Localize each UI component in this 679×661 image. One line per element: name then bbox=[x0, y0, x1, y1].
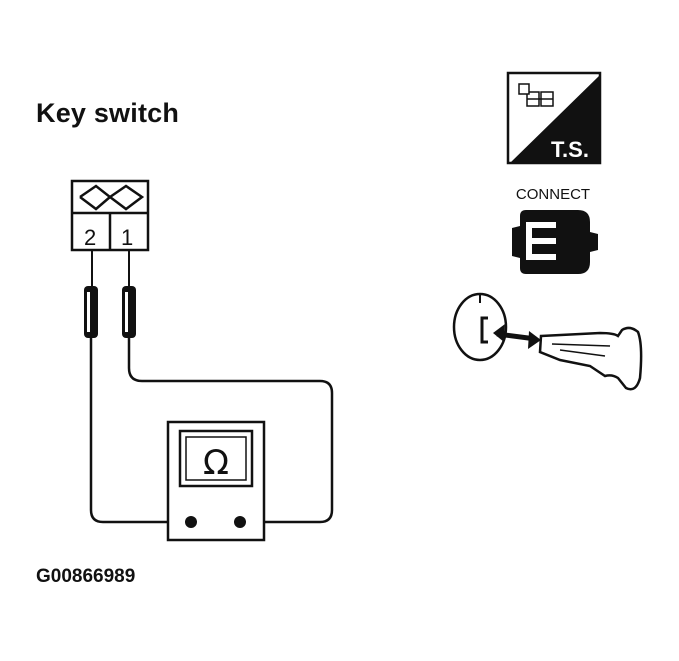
probe-pins bbox=[91, 250, 130, 288]
ignition-key-icon bbox=[452, 292, 643, 391]
key-switch-connector bbox=[70, 179, 150, 252]
terminal-label-1: 1 bbox=[121, 225, 133, 250]
ohm-symbol: Ω bbox=[203, 443, 229, 483]
ts-label: T.S. bbox=[551, 137, 589, 162]
ohmmeter bbox=[166, 420, 266, 542]
lead-wires bbox=[89, 338, 334, 524]
connect-label: CONNECT bbox=[516, 186, 590, 203]
diagram-title: Key switch bbox=[36, 98, 180, 128]
test-probe-left bbox=[84, 286, 98, 338]
terminal-label-2: 2 bbox=[84, 225, 96, 250]
figure-id: G00866989 bbox=[36, 566, 136, 587]
connector-plug-icon bbox=[512, 210, 598, 274]
trouble-shooting-icon bbox=[506, 71, 602, 165]
meter-terminal-right bbox=[234, 516, 246, 528]
test-probe-right bbox=[122, 286, 136, 338]
meter-terminal-left bbox=[185, 516, 197, 528]
